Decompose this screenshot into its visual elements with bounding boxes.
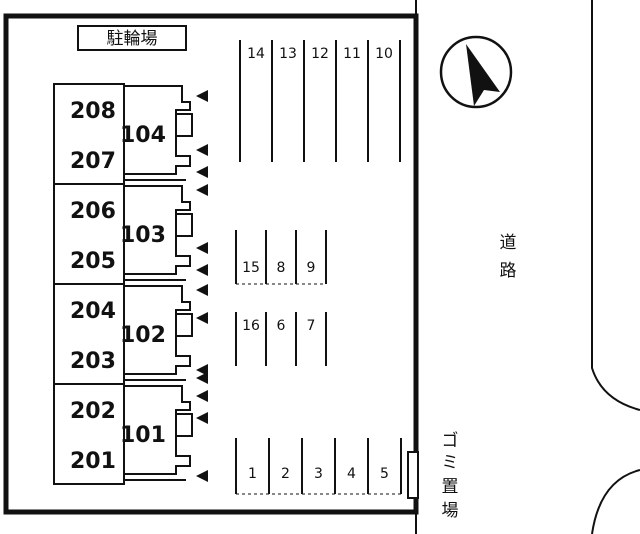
parking-row-parking_bottom: 1 2 3 4 5 xyxy=(235,438,402,495)
lot-boundary xyxy=(3,13,419,515)
road-label-2: 路 xyxy=(500,261,517,281)
bicycle-parking-box xyxy=(77,25,187,51)
entrance-marker xyxy=(196,284,208,296)
garbage-label-2: ミ xyxy=(442,453,459,473)
parking-slot-label: 14 xyxy=(247,46,265,62)
entrance-marker xyxy=(196,390,208,402)
entrance-marker xyxy=(196,364,208,376)
unit-label-room: 104 xyxy=(120,123,166,148)
garbage-label-4: 場 xyxy=(442,501,459,521)
building-box xyxy=(175,413,193,437)
building-outline xyxy=(53,283,125,385)
entrance-marker xyxy=(196,90,208,102)
building-box xyxy=(175,213,193,237)
unit-label-room: 102 xyxy=(120,323,166,348)
north-arrow-icon xyxy=(439,35,513,109)
parking-slot-label: 16 xyxy=(242,318,260,334)
parking-slot-label: 11 xyxy=(343,46,361,62)
unit-label-lower: 201 xyxy=(70,449,116,474)
entrance-marker xyxy=(196,166,208,178)
parking-slot-label: 1 xyxy=(248,466,257,482)
unit-label-upper: 202 xyxy=(70,399,116,424)
road-right-edge-lower xyxy=(591,469,640,534)
garbage-label-3: 置 xyxy=(442,477,459,497)
road-right-edge-upper xyxy=(591,0,640,411)
parking-slot-label: 5 xyxy=(380,466,389,482)
building-box xyxy=(175,313,193,337)
parking-slot-label: 8 xyxy=(277,260,286,276)
unit-label-upper: 206 xyxy=(70,199,116,224)
parking-slot-label: 15 xyxy=(242,260,260,276)
compass-needle xyxy=(466,44,500,106)
entrance-marker xyxy=(196,184,208,196)
unit-label-lower: 203 xyxy=(70,349,116,374)
entrance-marker xyxy=(196,470,208,482)
parking-slot-label: 3 xyxy=(314,466,323,482)
road-label-1: 道 xyxy=(500,233,517,253)
unit-label-upper: 208 xyxy=(70,99,116,124)
entrance-marker xyxy=(196,412,208,424)
parking-slot-label: 7 xyxy=(307,318,316,334)
entrance-marker xyxy=(196,372,208,384)
unit-label-room: 103 xyxy=(120,223,166,248)
parking-row-parking_top: 14 13 12 11 10 xyxy=(239,40,401,162)
garbage-label-1: ゴ xyxy=(442,430,459,451)
bicycle-parking-label: 駐輪場 xyxy=(107,29,158,49)
parking-slot-label: 9 xyxy=(307,260,316,276)
lot-outline xyxy=(3,13,419,515)
garbage-box xyxy=(407,451,419,499)
parking-slot-label: 4 xyxy=(347,466,356,482)
entrance-markers xyxy=(196,90,208,482)
unit-label-lower: 207 xyxy=(70,149,116,174)
building-outline xyxy=(53,383,125,485)
parking-slot-label: 12 xyxy=(311,46,329,62)
building-outline xyxy=(53,183,125,285)
parking-slot-label: 10 xyxy=(375,46,393,62)
entrance-marker xyxy=(196,242,208,254)
bicycle-parking: 駐輪場 xyxy=(77,25,187,51)
entrance-marker xyxy=(196,144,208,156)
parking-slot-label: 2 xyxy=(281,466,290,482)
unit-label-upper: 204 xyxy=(70,299,116,324)
garbage-area: ゴ ミ 置 場 xyxy=(407,430,459,521)
building-box xyxy=(175,113,193,137)
entrance-marker xyxy=(196,264,208,276)
parking-slot-label: 13 xyxy=(279,46,297,62)
parking-slot-label: 6 xyxy=(277,318,286,334)
unit-label-room: 101 xyxy=(120,423,166,448)
unit-label-lower: 205 xyxy=(70,249,116,274)
entrance-marker xyxy=(196,312,208,324)
